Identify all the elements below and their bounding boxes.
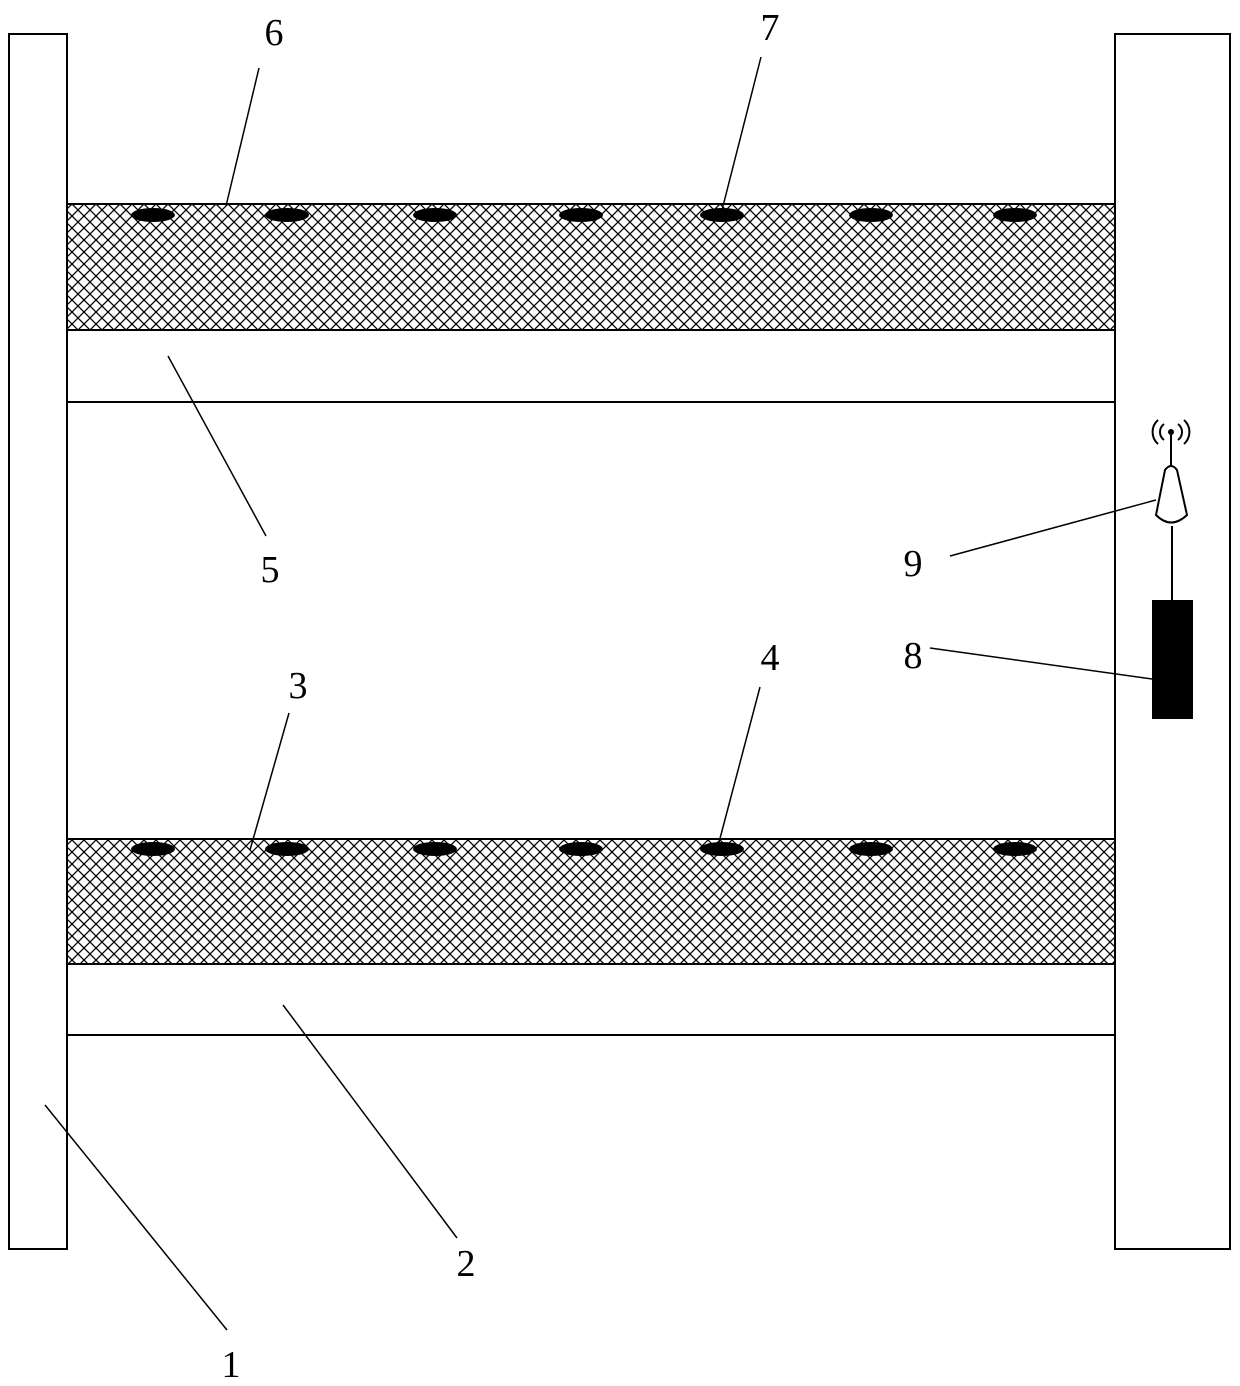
battery-box — [1152, 600, 1193, 719]
ref-label-1: 1 — [222, 1344, 241, 1386]
ref-label-5: 5 — [261, 549, 280, 591]
leader-7 — [722, 57, 761, 210]
lower-shelf — [67, 839, 1115, 1035]
left-post — [9, 34, 67, 1249]
lower-hole — [700, 842, 744, 856]
leader-1 — [45, 1105, 227, 1330]
ref-label-4: 4 — [761, 637, 780, 679]
upper-hole — [993, 208, 1037, 222]
upper-mesh-layer — [67, 204, 1115, 330]
upper-hole — [700, 208, 744, 222]
upper-shelf — [67, 204, 1115, 402]
lower-hole — [559, 842, 603, 856]
ref-label-3: 3 — [289, 665, 308, 707]
leader-6 — [226, 68, 259, 206]
ref-label-9: 9 — [904, 543, 923, 585]
lower-hole — [849, 842, 893, 856]
lower-hole — [131, 842, 175, 856]
ref-label-6: 6 — [265, 12, 284, 54]
leader-4 — [718, 687, 760, 846]
upper-hole — [413, 208, 457, 222]
ref-label-2: 2 — [457, 1243, 476, 1285]
upper-support-plate — [67, 330, 1115, 402]
ref-label-8: 8 — [904, 635, 923, 677]
ref-label-7: 7 — [761, 7, 780, 49]
upper-hole — [265, 208, 309, 222]
lower-hole — [413, 842, 457, 856]
upper-hole — [559, 208, 603, 222]
lower-hole — [993, 842, 1037, 856]
upper-hole — [131, 208, 175, 222]
lower-hole — [265, 842, 309, 856]
upper-hole — [849, 208, 893, 222]
leader-3 — [250, 713, 289, 850]
lower-support-plate — [67, 964, 1115, 1035]
leader-2 — [283, 1005, 457, 1238]
lower-mesh-layer — [67, 839, 1115, 964]
